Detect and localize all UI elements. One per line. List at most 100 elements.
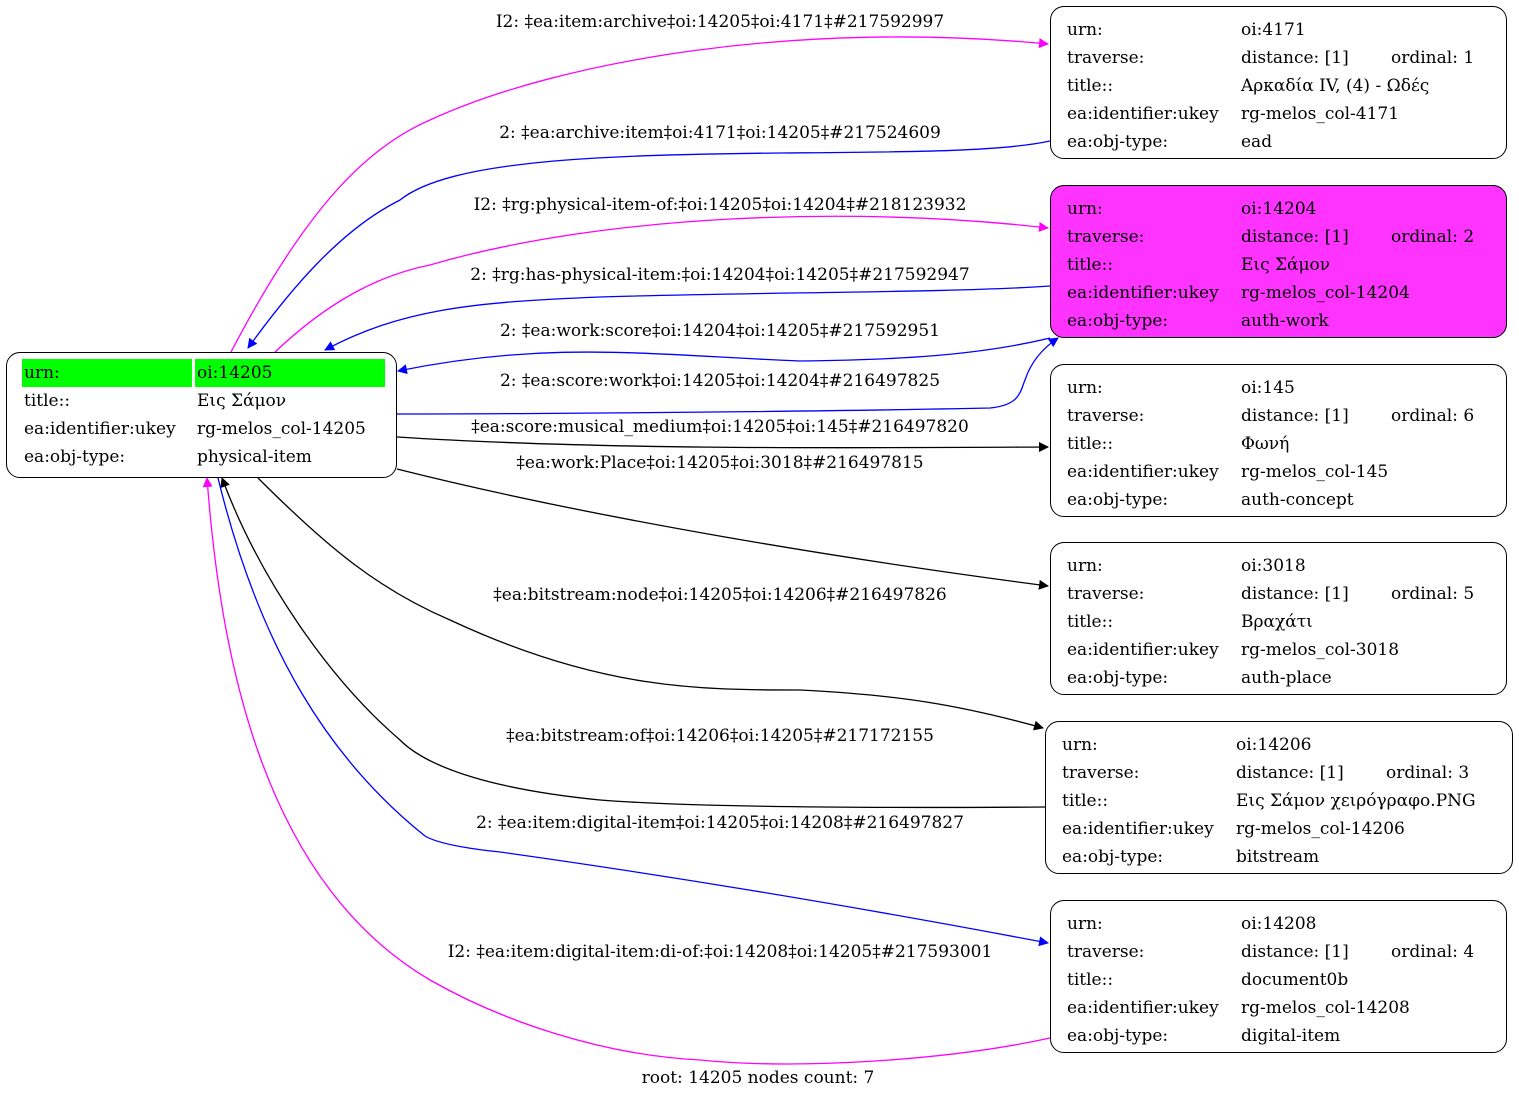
edge-label-14205-to-14204: 2: ‡ea:score:work‡oi:14205‡oi:14204‡#216…	[499, 371, 941, 391]
node-3018[interactable]: urn: oi:3018 traverse:distance: [1]ordinal…	[1050, 542, 1507, 695]
node-value-title: Βραχάτι	[1241, 612, 1313, 632]
node-row-obj-type: ea:obj-type: bitstream	[1060, 843, 1478, 871]
node-key-obj-type: ea:obj-type:	[1067, 1026, 1169, 1046]
root-row-ukey: ea:identifier:ukey rg-melos_col-14205	[22, 415, 385, 443]
node-key-ukey: ea:identifier:ukey	[1067, 104, 1219, 124]
node-row-obj-type: ea:obj-type: auth-place	[1065, 664, 1476, 692]
node-key-ukey: ea:identifier:ukey	[1067, 640, 1219, 660]
root-node-table: urn: oi:14205 title:: Εις Σάμον ea:ident…	[19, 359, 388, 471]
edge-label-14205-to-14208: 2: ‡ea:item:digital-item‡oi:14205‡oi:142…	[476, 813, 964, 833]
node-row-urn: urn:oi:14204	[1065, 195, 1476, 223]
node-key-obj-type: ea:obj-type:	[1067, 668, 1169, 688]
node-row-title: title::Αρκαδία IV, (4) - Ωδές	[1065, 72, 1476, 100]
node-value-urn: oi:14206	[1236, 735, 1312, 755]
node-14206[interactable]: urn: oi:14206 traverse:distance: [1]ordina…	[1045, 721, 1513, 874]
node-key-obj-type: ea:obj-type:	[1062, 847, 1164, 867]
node-value-ukey: rg-melos_col-14206	[1236, 819, 1405, 839]
node-row-ukey: ea:identifier:ukey rg-melos_col-145	[1065, 458, 1476, 486]
node-row-title: title::Εις Σάμον χειρόγραφο.PNG	[1060, 787, 1478, 815]
node-ordinal: ordinal: 2	[1391, 227, 1475, 247]
node-distance: distance: [1]	[1241, 48, 1349, 68]
node-row-title: title::Φωνή	[1065, 430, 1476, 458]
node-ordinal: ordinal: 3	[1386, 763, 1470, 783]
node-value-title: Αρκαδία IV, (4) - Ωδές	[1241, 76, 1430, 96]
edge-label-14208-to-14205: I2: ‡ea:item:digital-item:di-of:‡oi:1420…	[447, 942, 993, 962]
root-node-14205[interactable]: urn: oi:14205 title:: Εις Σάμον ea:ident…	[6, 352, 397, 478]
node-row-traverse: traverse:distance: [1]ordinal: 5	[1065, 580, 1476, 608]
node-value-ukey: rg-melos_col-4171	[1241, 104, 1400, 124]
node-distance: distance: [1]	[1241, 406, 1349, 426]
node-value-ukey: rg-melos_col-3018	[1241, 640, 1400, 660]
node-value-obj-type: bitstream	[1236, 847, 1320, 867]
edge-14205-to-4171	[230, 36, 1049, 353]
edge-14208-to-14205	[202, 477, 1051, 1065]
edge-label-14205-to-145: ‡ea:score:musical_medium‡oi:14205‡oi:145…	[471, 417, 969, 437]
node-key-urn: urn:	[1067, 378, 1103, 398]
edge-label-14206-to-14205: ‡ea:bitstream:of‡oi:14206‡oi:14205‡#2171…	[506, 726, 934, 746]
edge-4171-to-14205	[247, 140, 1051, 349]
node-row-traverse: traverse:distance: [1]ordinal: 3	[1060, 759, 1478, 787]
edge-14205-to-14204	[274, 215, 1049, 353]
node-row-urn: urn: oi:14206	[1060, 731, 1478, 759]
edge-label-4171-to-14205: 2: ‡ea:archive:item‡oi:4171‡oi:14205‡#21…	[499, 123, 941, 143]
node-row-title: title::Βραχάτι	[1065, 608, 1476, 636]
node-value-title: Εις Σάμον χειρόγραφο.PNG	[1236, 791, 1476, 811]
node-key-title: title::	[1062, 791, 1109, 811]
node-value-obj-type: digital-item	[1241, 1026, 1341, 1046]
root-row-obj-type: ea:obj-type: physical-item	[22, 443, 385, 471]
node-key-traverse: traverse:	[1067, 406, 1145, 426]
edge-label-14205-to-4171: I2: ‡ea:item:archive‡oi:14205‡oi:4171‡#2…	[495, 12, 945, 32]
node-key-ukey: ea:identifier:ukey	[1067, 998, 1219, 1018]
node-table: urn: oi:14206 traverse:distance: [1]ordina…	[1060, 731, 1478, 871]
graph-footer: root: 14205 nodes count: 7	[641, 1068, 875, 1088]
node-row-obj-type: ea:obj-type: digital-item	[1065, 1022, 1476, 1050]
edge-label-14205-to-14204: I2: ‡rg:physical-item-of:‡oi:14205‡oi:14…	[473, 195, 967, 215]
root-key-urn: urn:	[22, 359, 192, 387]
root-key-ukey: ea:identifier:ukey	[24, 419, 176, 439]
node-row-urn: urn: oi:145	[1065, 374, 1476, 402]
node-value-obj-type: auth-work	[1241, 311, 1329, 331]
node-table: urn: oi:3018 traverse:distance: [1]ordinal…	[1065, 552, 1476, 692]
node-value-urn: oi:14204	[1241, 199, 1317, 219]
node-ordinal: ordinal: 1	[1391, 48, 1475, 68]
edge-14204-to-14205	[397, 337, 1051, 375]
node-value-urn: oi:3018	[1241, 556, 1306, 576]
node-value-obj-type: auth-place	[1241, 668, 1332, 688]
node-key-title: title::	[1067, 612, 1114, 632]
node-row-ukey: ea:identifier:ukey rg-melos_col-4171	[1065, 100, 1476, 128]
node-value-title: document0b	[1241, 970, 1349, 990]
node-value-ukey: rg-melos_col-145	[1241, 462, 1389, 482]
node-value-ukey: rg-melos_col-14208	[1241, 998, 1410, 1018]
edge-label-14204-to-14205: 2: ‡rg:has-physical-item:‡oi:14204‡oi:14…	[470, 265, 970, 285]
edge-label-14205-to-14206: ‡ea:bitstream:node‡oi:14205‡oi:14206‡#21…	[493, 585, 947, 605]
node-row-urn: urn:oi:14208	[1065, 910, 1476, 938]
node-table: urn:oi:14204 traverse: distance: [1] ordina…	[1065, 195, 1476, 335]
root-value-title: Εις Σάμον	[197, 391, 287, 411]
node-key-urn: urn:	[1062, 735, 1098, 755]
node-key-title: title::	[1067, 434, 1114, 454]
node-row-ukey: ea:identifier:ukey rg-melos_col-14208	[1065, 994, 1476, 1022]
node-key-urn: urn:	[1067, 556, 1103, 576]
node-key-traverse: traverse:	[1067, 48, 1145, 68]
node-key-urn: urn:	[1067, 914, 1103, 934]
node-distance: distance: [1]	[1241, 227, 1349, 247]
node-distance: distance: [1]	[1241, 584, 1349, 604]
edge-14205-to-14206	[257, 477, 1044, 731]
node-row-traverse: traverse: distance: [1] ordinal: 1	[1065, 44, 1476, 72]
node-key-obj-type: ea:obj-type:	[1067, 311, 1169, 331]
node-key-urn: urn:	[1067, 20, 1103, 40]
node-14204[interactable]: urn:oi:14204 traverse: distance: [1] ordina…	[1050, 185, 1507, 338]
node-key-traverse: traverse:	[1067, 227, 1145, 247]
node-value-urn: oi:145	[1241, 378, 1295, 398]
node-row-urn: urn: oi:3018	[1065, 552, 1476, 580]
node-row-obj-type: ea:obj-type: auth-work	[1065, 307, 1476, 335]
node-value-ukey: rg-melos_col-14204	[1241, 283, 1410, 303]
node-value-title: Φωνή	[1241, 434, 1290, 454]
node-key-ukey: ea:identifier:ukey	[1067, 462, 1219, 482]
